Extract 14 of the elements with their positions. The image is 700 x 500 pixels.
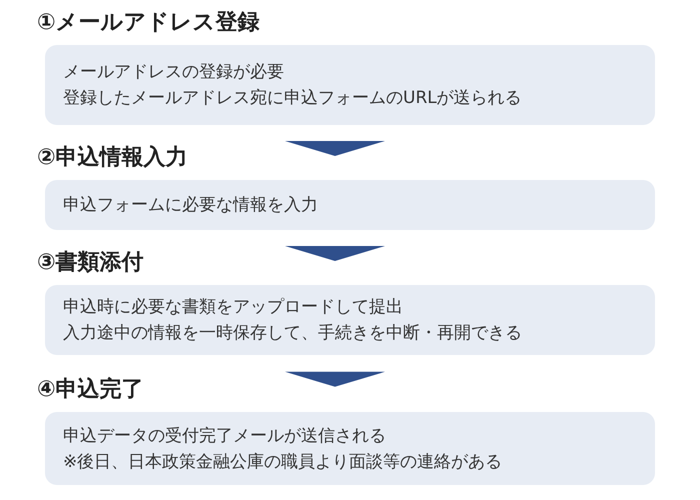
step-heading: ④申込完了 <box>37 376 144 404</box>
chevron-arrow <box>285 141 385 156</box>
step-description: 登録したメールアドレス宛に申込フォームのURLが送られる <box>63 87 523 110</box>
step-heading: ③書類添付 <box>37 249 144 277</box>
chevron-arrow <box>285 372 385 387</box>
step-heading: ②申込情報入力 <box>37 144 188 172</box>
step-heading: ①メールアドレス登録 <box>37 9 260 37</box>
step-description: 申込時に必要な書類をアップロードして提出 <box>63 296 404 319</box>
step-description: 入力途中の情報を一時保存して、手続きを中断・再開できる <box>63 322 523 345</box>
chevron-arrow <box>285 246 385 261</box>
step-description: 申込データの受付完了メールが送信される <box>63 424 387 448</box>
step-description: 申込フォームに必要な情報を入力 <box>63 194 319 217</box>
step-description: ※後日、日本政策金融公庫の職員より面談等の連絡がある <box>63 450 504 474</box>
step-description: メールアドレスの登録が必要 <box>63 61 285 84</box>
